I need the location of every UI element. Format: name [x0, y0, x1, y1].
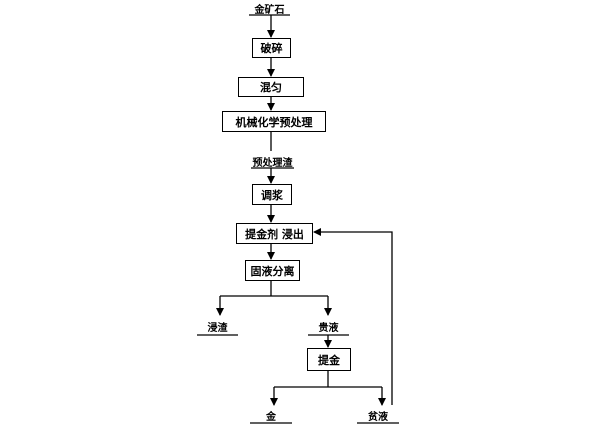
- node-ore: 金矿石: [254, 5, 285, 16]
- node-leach: 提金剂 浸出: [236, 223, 313, 244]
- node-slurry: 调浆: [252, 184, 292, 205]
- node-extract: 提金: [307, 348, 351, 371]
- node-pregnant: 贵液: [318, 323, 339, 334]
- arrow-recycle-barren-leach: [313, 228, 393, 405]
- node-barren: 贫液: [368, 412, 388, 423]
- node-separation: 固液分离: [245, 260, 300, 281]
- node-crush: 破碎: [252, 38, 291, 58]
- node-mix: 混匀: [238, 77, 304, 97]
- node-tailings: 浸渣: [207, 323, 228, 334]
- node-gold: 金: [266, 412, 276, 423]
- node-residue: 预处理渣: [252, 158, 293, 169]
- node-mechanochem: 机械化学预处理: [222, 111, 326, 132]
